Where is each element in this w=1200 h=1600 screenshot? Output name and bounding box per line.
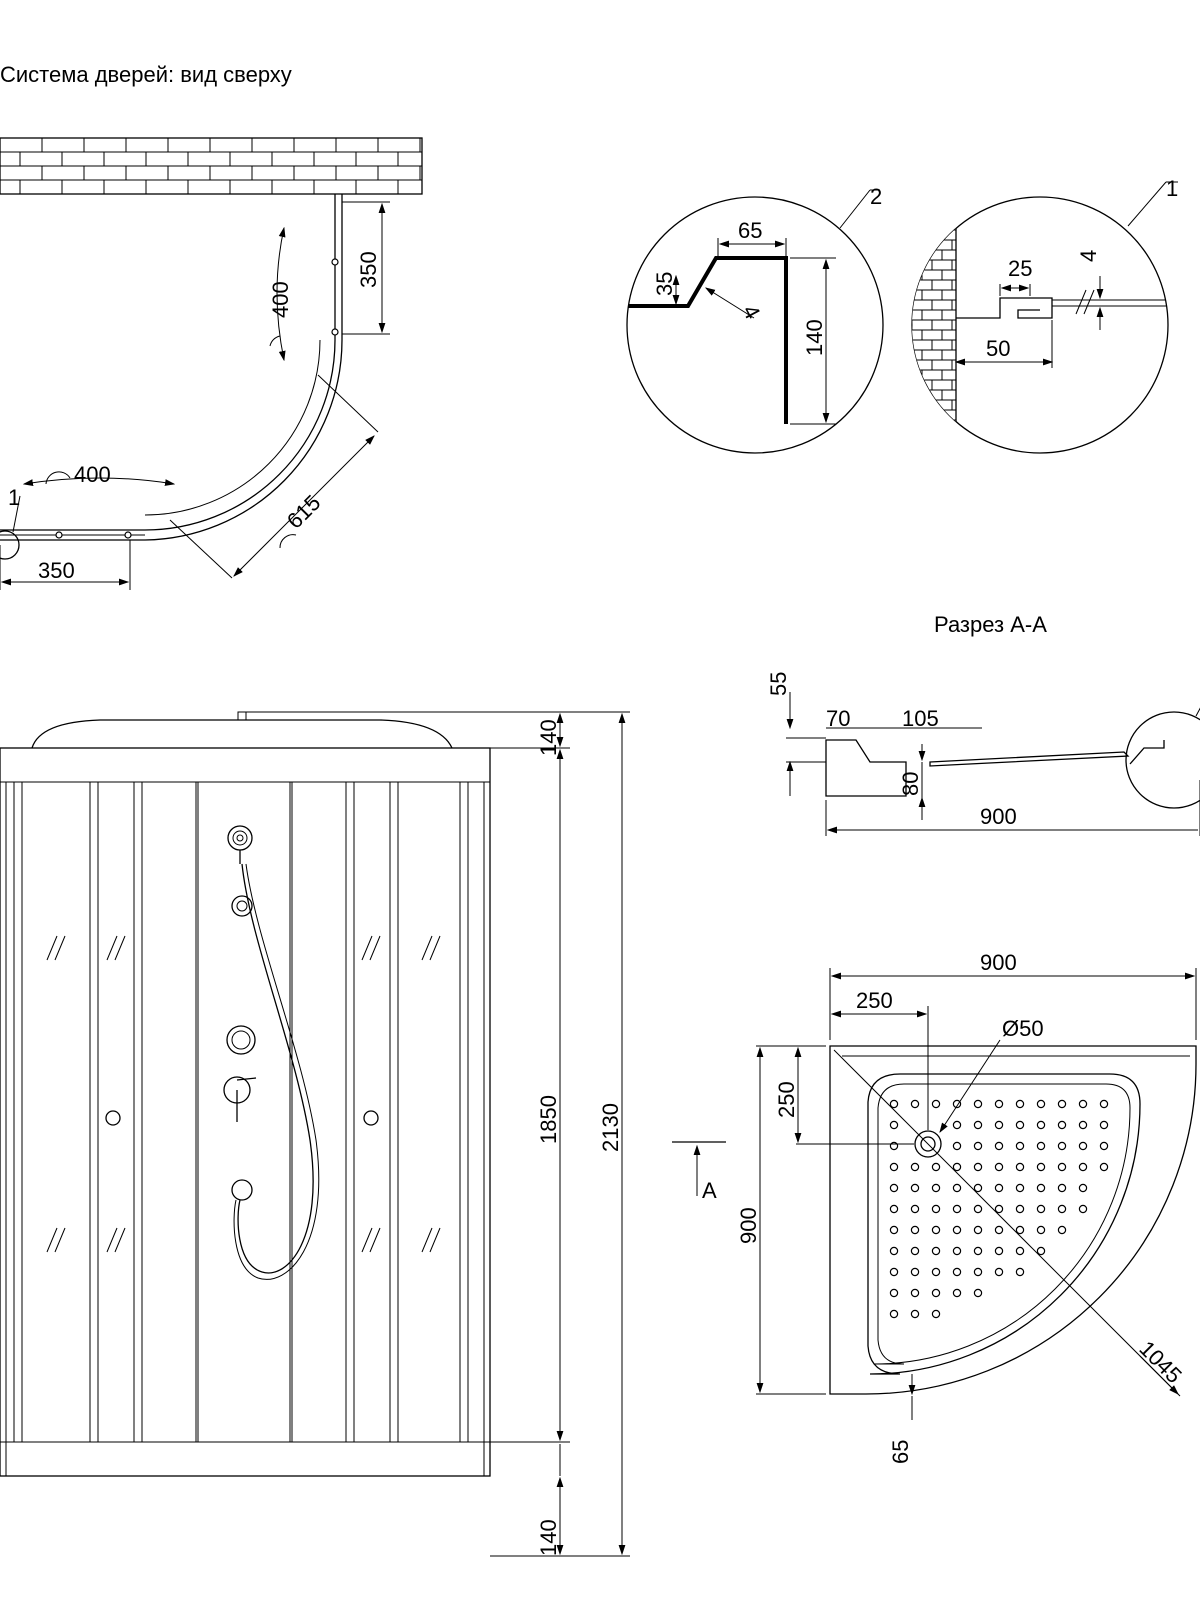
- detail2-height: 35: [652, 272, 677, 296]
- dim-middle: 1850: [536, 1095, 561, 1144]
- dim-total: 2130: [598, 1103, 623, 1152]
- top-view-title: Система дверей: вид сверху: [0, 62, 292, 87]
- callout-1-top: 1: [8, 485, 20, 510]
- detail1-gap: 25: [1008, 256, 1032, 281]
- tray-diag: 1045: [1134, 1336, 1186, 1388]
- callout-1: 1: [1166, 176, 1178, 201]
- door-system-top: [0, 194, 343, 560]
- dim-top: 140: [536, 719, 561, 756]
- detail-1: [911, 181, 1178, 454]
- dim-door-height: 350: [356, 251, 381, 288]
- section-depth: 80: [898, 772, 923, 796]
- dim-400-right-arc: [269, 228, 284, 360]
- dim-bottom: 140: [536, 1519, 561, 1556]
- tray-depth: 900: [736, 1207, 761, 1244]
- cabin-front-view: [0, 711, 491, 1477]
- tray-section: [786, 692, 1200, 836]
- dim-615-diagonal: [169, 374, 379, 579]
- detail-2: [626, 189, 884, 454]
- dim-door-arc-bottom: 400: [74, 462, 111, 487]
- dim-diag: 615: [282, 490, 326, 534]
- section-mark-label: A: [702, 1178, 717, 1203]
- tray-width: 900: [980, 950, 1017, 975]
- front-dimensions: [246, 711, 630, 1557]
- section-rim: 55: [766, 672, 791, 696]
- section-offset: 105: [902, 706, 939, 731]
- callout-2: 2: [870, 184, 882, 209]
- tray-frame: 65: [888, 1440, 913, 1464]
- section-marker-a: [672, 1141, 726, 1196]
- section-title: Разрез А-А: [934, 612, 1047, 637]
- tray-drain-x: 250: [856, 988, 893, 1013]
- detail1-width: 50: [986, 336, 1010, 361]
- section-width: 900: [980, 804, 1017, 829]
- brick-wall: [0, 137, 423, 195]
- dim-400-bottom-arc: [24, 471, 174, 484]
- dim-350-horizontal: [0, 540, 131, 590]
- detail2-width: 65: [738, 218, 762, 243]
- detail2-thickness: 4: [738, 301, 766, 324]
- detail2-depth: 140: [802, 319, 827, 356]
- dim-350-vertical: [342, 201, 390, 335]
- tray-drain-d: Ø50: [1002, 1016, 1044, 1041]
- detail1-thickness: 4: [1076, 250, 1101, 262]
- dim-door-arc-right: 400: [268, 281, 293, 318]
- section-ledge: 70: [826, 706, 850, 731]
- tray-drain-y: 250: [774, 1081, 799, 1118]
- dim-door-width: 350: [38, 558, 75, 583]
- tray-top-view: [756, 968, 1197, 1420]
